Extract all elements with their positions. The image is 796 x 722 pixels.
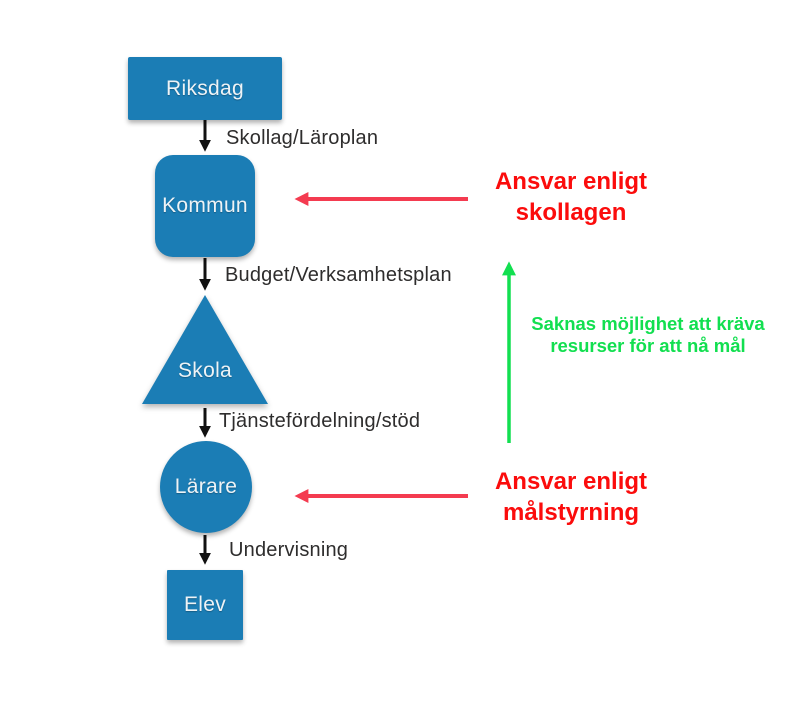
node-larare: Lärare — [160, 441, 252, 533]
annotation-ansvar-malstyrning-line2: målstyrning — [502, 499, 640, 526]
node-elev: Elev — [167, 570, 243, 640]
annotation-saknas-line2: resurser för att nå mål — [550, 335, 746, 356]
node-skola-label: Skola — [177, 359, 233, 382]
annotation-saknas-line1: Saknas möjlighet att kräva — [531, 313, 765, 334]
annotation-ansvar-skollagen: Ansvar enligt skollagen — [465, 166, 677, 228]
annotation-ansvar-malstyrning-line1: Ansvar enligt — [494, 468, 648, 495]
node-larare-label: Lärare — [174, 475, 238, 498]
node-kommun-label: Kommun — [162, 194, 248, 217]
edge-label-skollag-laroplan: Skollag/Läroplan — [226, 127, 379, 149]
annotation-ansvar-malstyrning: Ansvar enligt målstyrning — [465, 466, 677, 528]
node-riksdag-label: Riksdag — [166, 76, 244, 100]
annotation-ansvar-skollagen-line1: Ansvar enligt — [494, 168, 648, 195]
node-skola: Skola — [139, 291, 271, 407]
edge-label-tjanstefordelning-stod: Tjänstefördelning/stöd — [219, 410, 421, 432]
edge-label-budget-verksamhetsplan: Budget/Verksamhetsplan — [225, 264, 452, 286]
annotation-ansvar-skollagen-line2: skollagen — [515, 199, 627, 226]
edge-label-undervisning: Undervisning — [229, 539, 349, 561]
triangle-shape-icon — [142, 295, 268, 404]
node-kommun: Kommun — [155, 155, 255, 257]
node-elev-label: Elev — [183, 593, 227, 616]
node-riksdag: Riksdag — [128, 57, 282, 120]
annotation-saknas-mojlighet: Saknas möjlighet att kräva resurser för … — [502, 313, 794, 357]
